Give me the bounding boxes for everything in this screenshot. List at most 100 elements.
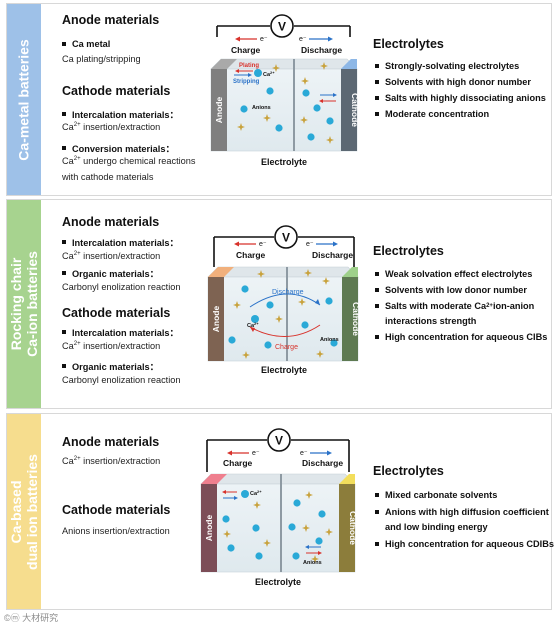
cathode-top bbox=[342, 267, 358, 277]
discharge-cycle-arrow bbox=[249, 293, 321, 308]
svg-text:e⁻: e⁻ bbox=[306, 241, 314, 248]
panel2-cathode-item2-title: Organic materials： bbox=[62, 359, 159, 373]
charge-cycle-arrow bbox=[249, 324, 321, 337]
panel3-electrolyte-item: High concentration for aqueous CDIBs bbox=[375, 539, 554, 549]
panel2-electrolyte-item-line2: interactions strength bbox=[385, 316, 477, 326]
anion-star-icons bbox=[223, 491, 333, 563]
anions-label: Anions bbox=[252, 105, 271, 111]
panel1-electrolytes-heading: Electrolytes bbox=[373, 37, 444, 51]
svg-text:e⁻: e⁻ bbox=[299, 36, 307, 43]
panel2-anode-item1-desc: Ca2+ insertion/extraction bbox=[62, 251, 161, 261]
cathode-electrode bbox=[339, 484, 355, 572]
svg-text:e⁻: e⁻ bbox=[252, 450, 260, 457]
panel1-cathode-heading: Cathode materials bbox=[62, 84, 171, 98]
panel1-anode-item-title: Ca metal bbox=[62, 39, 110, 49]
panel3-cathode-desc: Anions insertion/extraction bbox=[62, 526, 170, 536]
voltmeter-label: V bbox=[282, 231, 290, 245]
panel3-battery-diagram: V e⁻ e⁻ Charge Discharge Anode Cathode C… bbox=[200, 428, 358, 587]
panel2-electrolyte-item: Solvents with low donor number bbox=[375, 285, 527, 295]
panel2-battery-diagram: V e⁻ e⁻ Charge Discharge Anode Cathode D… bbox=[207, 225, 361, 375]
anode-label: Anode bbox=[211, 306, 221, 333]
panel2-anode-item2-title: Organic materials： bbox=[62, 266, 159, 280]
panel3-cathode-heading: Cathode materials bbox=[62, 503, 171, 517]
anode-top bbox=[208, 267, 234, 277]
anion-star-icons bbox=[237, 62, 334, 144]
panel1-side-label: Ca-metal batteries bbox=[16, 38, 33, 161]
panel2-electrolyte-item: Weak solvation effect electrolytes bbox=[375, 269, 532, 279]
anode-label: Anode bbox=[204, 515, 214, 542]
stripping-label: Stripping bbox=[233, 79, 260, 85]
discharge-label: Discharge bbox=[312, 250, 353, 260]
panel3-anode-desc: Ca2+ insertion/extraction bbox=[62, 456, 161, 466]
panel2-cathode-item1-desc: Ca2+ insertion/extraction bbox=[62, 341, 161, 351]
electrolyte-label: Electrolyte bbox=[255, 577, 301, 587]
watermark: ©ⓜ 大材研究 bbox=[4, 613, 59, 623]
panel1-electrolyte-item: Strongly-solvating electrolytes bbox=[375, 61, 519, 71]
panel2-cathode-item2-desc: Carbonyl enolization reaction bbox=[62, 375, 181, 385]
panel1-cathode-item1-title: Intercalation materials： bbox=[62, 107, 179, 121]
panel1-cathode-item2-desc: Ca2+ undergo chemical reactions bbox=[62, 156, 196, 166]
panel3-anode-heading: Anode materials bbox=[62, 435, 160, 449]
panel1-cathode-item1-desc: Ca2+ insertion/extraction bbox=[62, 122, 161, 132]
panel3-electrolyte-item: Mixed carbonate solvents bbox=[375, 490, 497, 500]
cathode-top bbox=[339, 474, 355, 484]
anode-electrode bbox=[211, 69, 227, 151]
panel1-side-band: Ca-metal batteries bbox=[7, 4, 41, 195]
anions-label: Anions bbox=[320, 337, 339, 343]
discharge-inner-label: Discharge bbox=[272, 289, 304, 296]
panel-ca-metal-batteries: Ca-metal batteries Anode materials Ca me… bbox=[6, 3, 552, 196]
svg-text:Ca2+: Ca2+ bbox=[247, 321, 259, 329]
ca-ion-icon bbox=[241, 490, 249, 498]
panel2-electrolyte-item: High concentration for aqueous CIBs bbox=[375, 332, 547, 342]
panel2-cathode-item1-title: Intercalation materials： bbox=[62, 325, 179, 339]
panel2-anode-heading: Anode materials bbox=[62, 215, 160, 229]
ca-ion-icon bbox=[251, 315, 259, 323]
svg-text:e⁻: e⁻ bbox=[260, 36, 268, 43]
voltmeter-label: V bbox=[278, 20, 286, 34]
charge-inner-label: Charge bbox=[275, 344, 298, 351]
panel1-cathode-item2-title: Conversion materials： bbox=[62, 141, 175, 155]
svg-text:Ca2+: Ca2+ bbox=[263, 70, 275, 78]
panel1-electrolyte-item: Salts with highly dissociating anions bbox=[375, 93, 546, 103]
anode-electrode bbox=[208, 277, 224, 361]
charge-label: Charge bbox=[231, 45, 261, 55]
svg-text:e⁻: e⁻ bbox=[259, 241, 267, 248]
panel1-anode-item-desc: Ca plating/stripping bbox=[62, 54, 141, 64]
panel3-electrolyte-item: Anions with high diffusion coefficient bbox=[375, 507, 549, 517]
anode-top bbox=[211, 59, 237, 69]
plating-label: Plating bbox=[239, 63, 259, 69]
anion-star-icons bbox=[233, 269, 330, 359]
panel1-electrolyte-item: Moderate concentration bbox=[375, 109, 489, 119]
cathode-electrode bbox=[341, 69, 357, 151]
cathode-label: Cathode bbox=[348, 511, 358, 545]
ca-ion-icon bbox=[254, 69, 262, 77]
panel2-anode-item2-desc: Carbonyl enolization reaction bbox=[62, 282, 181, 292]
panel1-anode-heading: Anode materials bbox=[62, 13, 160, 27]
voltmeter-icon bbox=[274, 225, 298, 249]
panel1-cathode-item2-desc-line2: with cathode materials bbox=[62, 172, 154, 182]
charge-label: Charge bbox=[236, 250, 266, 260]
discharge-label: Discharge bbox=[301, 45, 342, 55]
anode-label: Anode bbox=[214, 97, 224, 124]
panel2-cathode-heading: Cathode materials bbox=[62, 306, 171, 320]
panel2-anode-item1-title: Intercalation materials： bbox=[62, 235, 179, 249]
svg-text:e⁻: e⁻ bbox=[300, 450, 308, 457]
cathode-top bbox=[341, 59, 357, 69]
electrolyte-label: Electrolyte bbox=[261, 157, 307, 167]
cathode-electrode bbox=[342, 277, 358, 361]
svg-text:Ca2+: Ca2+ bbox=[250, 489, 262, 497]
panel3-electrolytes-heading: Electrolytes bbox=[373, 464, 444, 478]
anode-top bbox=[201, 474, 227, 484]
discharge-label: Discharge bbox=[302, 458, 343, 468]
electrolyte-label: Electrolyte bbox=[261, 365, 307, 375]
voltmeter-label: V bbox=[275, 434, 283, 448]
anode-electrode bbox=[201, 484, 217, 572]
panel3-electrolyte-item-line2: and low binding energy bbox=[385, 522, 488, 532]
panel2-electrolytes-heading: Electrolytes bbox=[373, 244, 444, 258]
